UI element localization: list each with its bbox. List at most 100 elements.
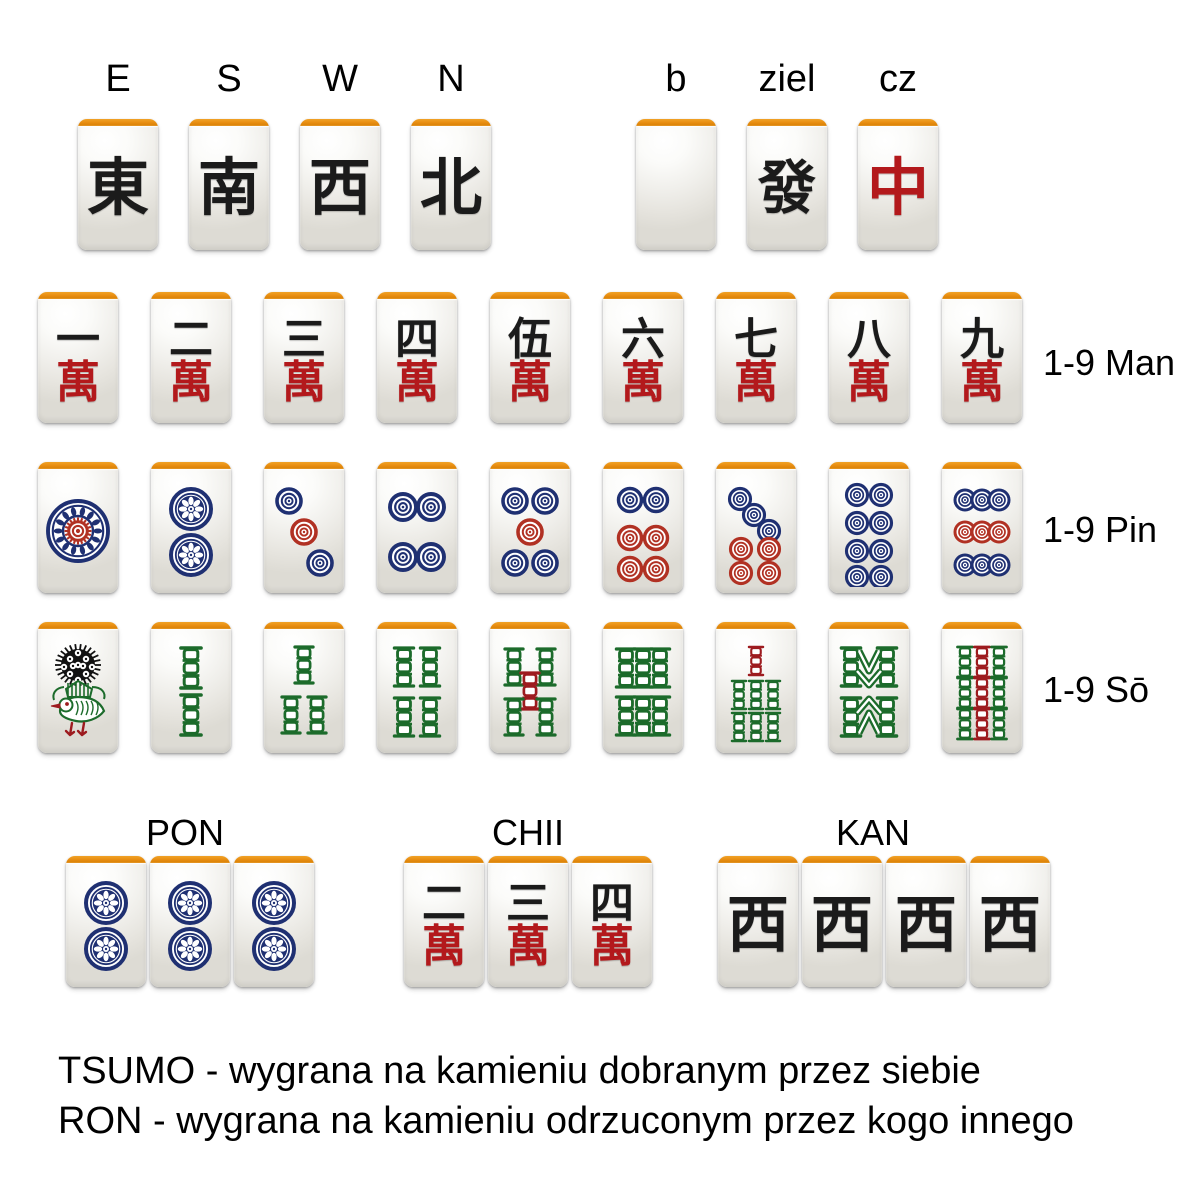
tile-pin-3[interactable] bbox=[264, 462, 344, 593]
tile-sou-6[interactable] bbox=[603, 622, 683, 753]
tile-white-dragon[interactable] bbox=[636, 119, 716, 250]
man-5-face: 伍萬 bbox=[490, 301, 570, 421]
pin-7-face bbox=[716, 471, 796, 591]
meld-kan-tile-1[interactable]: 西 bbox=[718, 856, 798, 987]
man-wan-glyph: 萬 bbox=[169, 356, 213, 408]
tile-man-5[interactable]: 伍萬 bbox=[490, 292, 570, 423]
tile-man-3[interactable]: 三萬 bbox=[264, 292, 344, 423]
tile-sou-1[interactable] bbox=[38, 622, 118, 753]
man-7-face: 七萬 bbox=[716, 301, 796, 421]
tile-man-2[interactable]: 二萬 bbox=[151, 292, 231, 423]
tile-east-wind[interactable]: 東 bbox=[78, 119, 158, 250]
meld-chii-tile-3[interactable]: 四萬 bbox=[572, 856, 652, 987]
meld-kan-label: KAN bbox=[835, 812, 911, 853]
man-numeral: 伍 bbox=[508, 313, 552, 365]
tile-north-wind[interactable]: 北 bbox=[411, 119, 491, 250]
tile-sou-9[interactable] bbox=[942, 622, 1022, 753]
tile-sou-5[interactable] bbox=[490, 622, 570, 753]
label-north: N bbox=[437, 58, 465, 100]
pin-5-face bbox=[490, 471, 570, 591]
tile-green-dragon[interactable]: 發 bbox=[747, 119, 827, 250]
tile-pin-2[interactable] bbox=[151, 462, 231, 593]
tile-sou-4[interactable] bbox=[377, 622, 457, 753]
sou-7-face bbox=[716, 631, 796, 751]
tile-west-wind[interactable]: 西 bbox=[300, 119, 380, 250]
meld-pon-tile-1[interactable] bbox=[66, 856, 146, 987]
meld-chii-face-1: 二萬 bbox=[404, 865, 484, 985]
tile-pin-7[interactable] bbox=[716, 462, 796, 593]
tile-pin-6[interactable] bbox=[603, 462, 683, 593]
meld-pon-tile-2[interactable] bbox=[150, 856, 230, 987]
tile-man-4[interactable]: 四萬 bbox=[377, 292, 457, 423]
meld-kan-face-4-glyph: 西 bbox=[978, 888, 1041, 961]
tile-pin-8[interactable] bbox=[829, 462, 909, 593]
tile-man-9[interactable]: 九萬 bbox=[942, 292, 1022, 423]
sou-row-label: 1-9 Sō bbox=[1043, 669, 1150, 710]
man-3-face: 三萬 bbox=[264, 301, 344, 421]
man-wan-glyph: 萬 bbox=[282, 356, 326, 408]
tile-pin-9[interactable] bbox=[942, 462, 1022, 593]
man-numeral: 三 bbox=[282, 313, 326, 365]
man-numeral: 八 bbox=[847, 313, 891, 365]
sou-3-face bbox=[264, 631, 344, 751]
man-numeral: 七 bbox=[734, 313, 778, 365]
meld-pon-label: PON bbox=[145, 812, 224, 853]
tile-sou-2[interactable] bbox=[151, 622, 231, 753]
man-numeral: 二 bbox=[169, 313, 213, 365]
man-wan-glyph: 萬 bbox=[56, 356, 100, 408]
tile-sou-3[interactable] bbox=[264, 622, 344, 753]
sou-1-face bbox=[38, 631, 118, 751]
label-red-dragon: cz bbox=[879, 58, 917, 100]
tile-red-dragon[interactable]: 中 bbox=[858, 119, 938, 250]
tile-south-wind[interactable]: 南 bbox=[189, 119, 269, 250]
man-6-face: 六萬 bbox=[603, 301, 683, 421]
tile-sou-8[interactable] bbox=[829, 622, 909, 753]
label-south: S bbox=[216, 58, 242, 100]
man-numeral: 九 bbox=[960, 313, 1004, 365]
tile-sou-7[interactable] bbox=[716, 622, 796, 753]
meld-kan-tile-2[interactable]: 西 bbox=[802, 856, 882, 987]
meld-kan-tile-3[interactable]: 西 bbox=[886, 856, 966, 987]
label-east: E bbox=[105, 58, 131, 100]
pin-row-label: 1-9 Pin bbox=[1043, 509, 1158, 550]
man-numeral: 一 bbox=[56, 313, 100, 365]
tile-man-8[interactable]: 八萬 bbox=[829, 292, 909, 423]
meld-chii-tile-1[interactable]: 二萬 bbox=[404, 856, 484, 987]
man-wan-glyph: 萬 bbox=[422, 920, 466, 972]
man-wan-glyph: 萬 bbox=[590, 920, 634, 972]
man-numeral: 二 bbox=[422, 877, 466, 929]
label-white-dragon: b bbox=[665, 58, 687, 100]
sou-9-face bbox=[942, 631, 1022, 751]
tile-pin-4[interactable] bbox=[377, 462, 457, 593]
pin-3-face bbox=[264, 471, 344, 591]
pin-4-face bbox=[377, 471, 457, 591]
south-wind-glyph: 南 bbox=[197, 151, 260, 224]
man-4-face: 四萬 bbox=[377, 301, 457, 421]
tile-pin-5[interactable] bbox=[490, 462, 570, 593]
meld-chii-tile-2[interactable]: 三萬 bbox=[488, 856, 568, 987]
pin-1-face bbox=[38, 471, 118, 591]
sou-8-face bbox=[829, 631, 909, 751]
pin-2-face bbox=[151, 471, 231, 591]
label-west: W bbox=[322, 58, 358, 100]
sou-6-face bbox=[603, 631, 683, 751]
sou-4-face bbox=[377, 631, 457, 751]
man-wan-glyph: 萬 bbox=[734, 356, 778, 408]
meld-kan-tile-4[interactable]: 西 bbox=[970, 856, 1050, 987]
man-wan-glyph: 萬 bbox=[395, 356, 439, 408]
meld-pon-face-1 bbox=[66, 865, 146, 985]
tile-man-6[interactable]: 六萬 bbox=[603, 292, 683, 423]
man-9-face: 九萬 bbox=[942, 301, 1022, 421]
label-green-dragon: ziel bbox=[758, 58, 816, 100]
meld-chii-face-2: 三萬 bbox=[488, 865, 568, 985]
tile-man-1[interactable]: 一萬 bbox=[38, 292, 118, 423]
man-wan-glyph: 萬 bbox=[960, 356, 1004, 408]
tile-pin-1[interactable] bbox=[38, 462, 118, 593]
sou-2-face bbox=[151, 631, 231, 751]
pin-8-face bbox=[829, 471, 909, 591]
east-wind-glyph: 東 bbox=[86, 151, 149, 224]
tile-man-7[interactable]: 七萬 bbox=[716, 292, 796, 423]
meld-pon-tile-3[interactable] bbox=[234, 856, 314, 987]
meld-chii-face-3: 四萬 bbox=[572, 865, 652, 985]
